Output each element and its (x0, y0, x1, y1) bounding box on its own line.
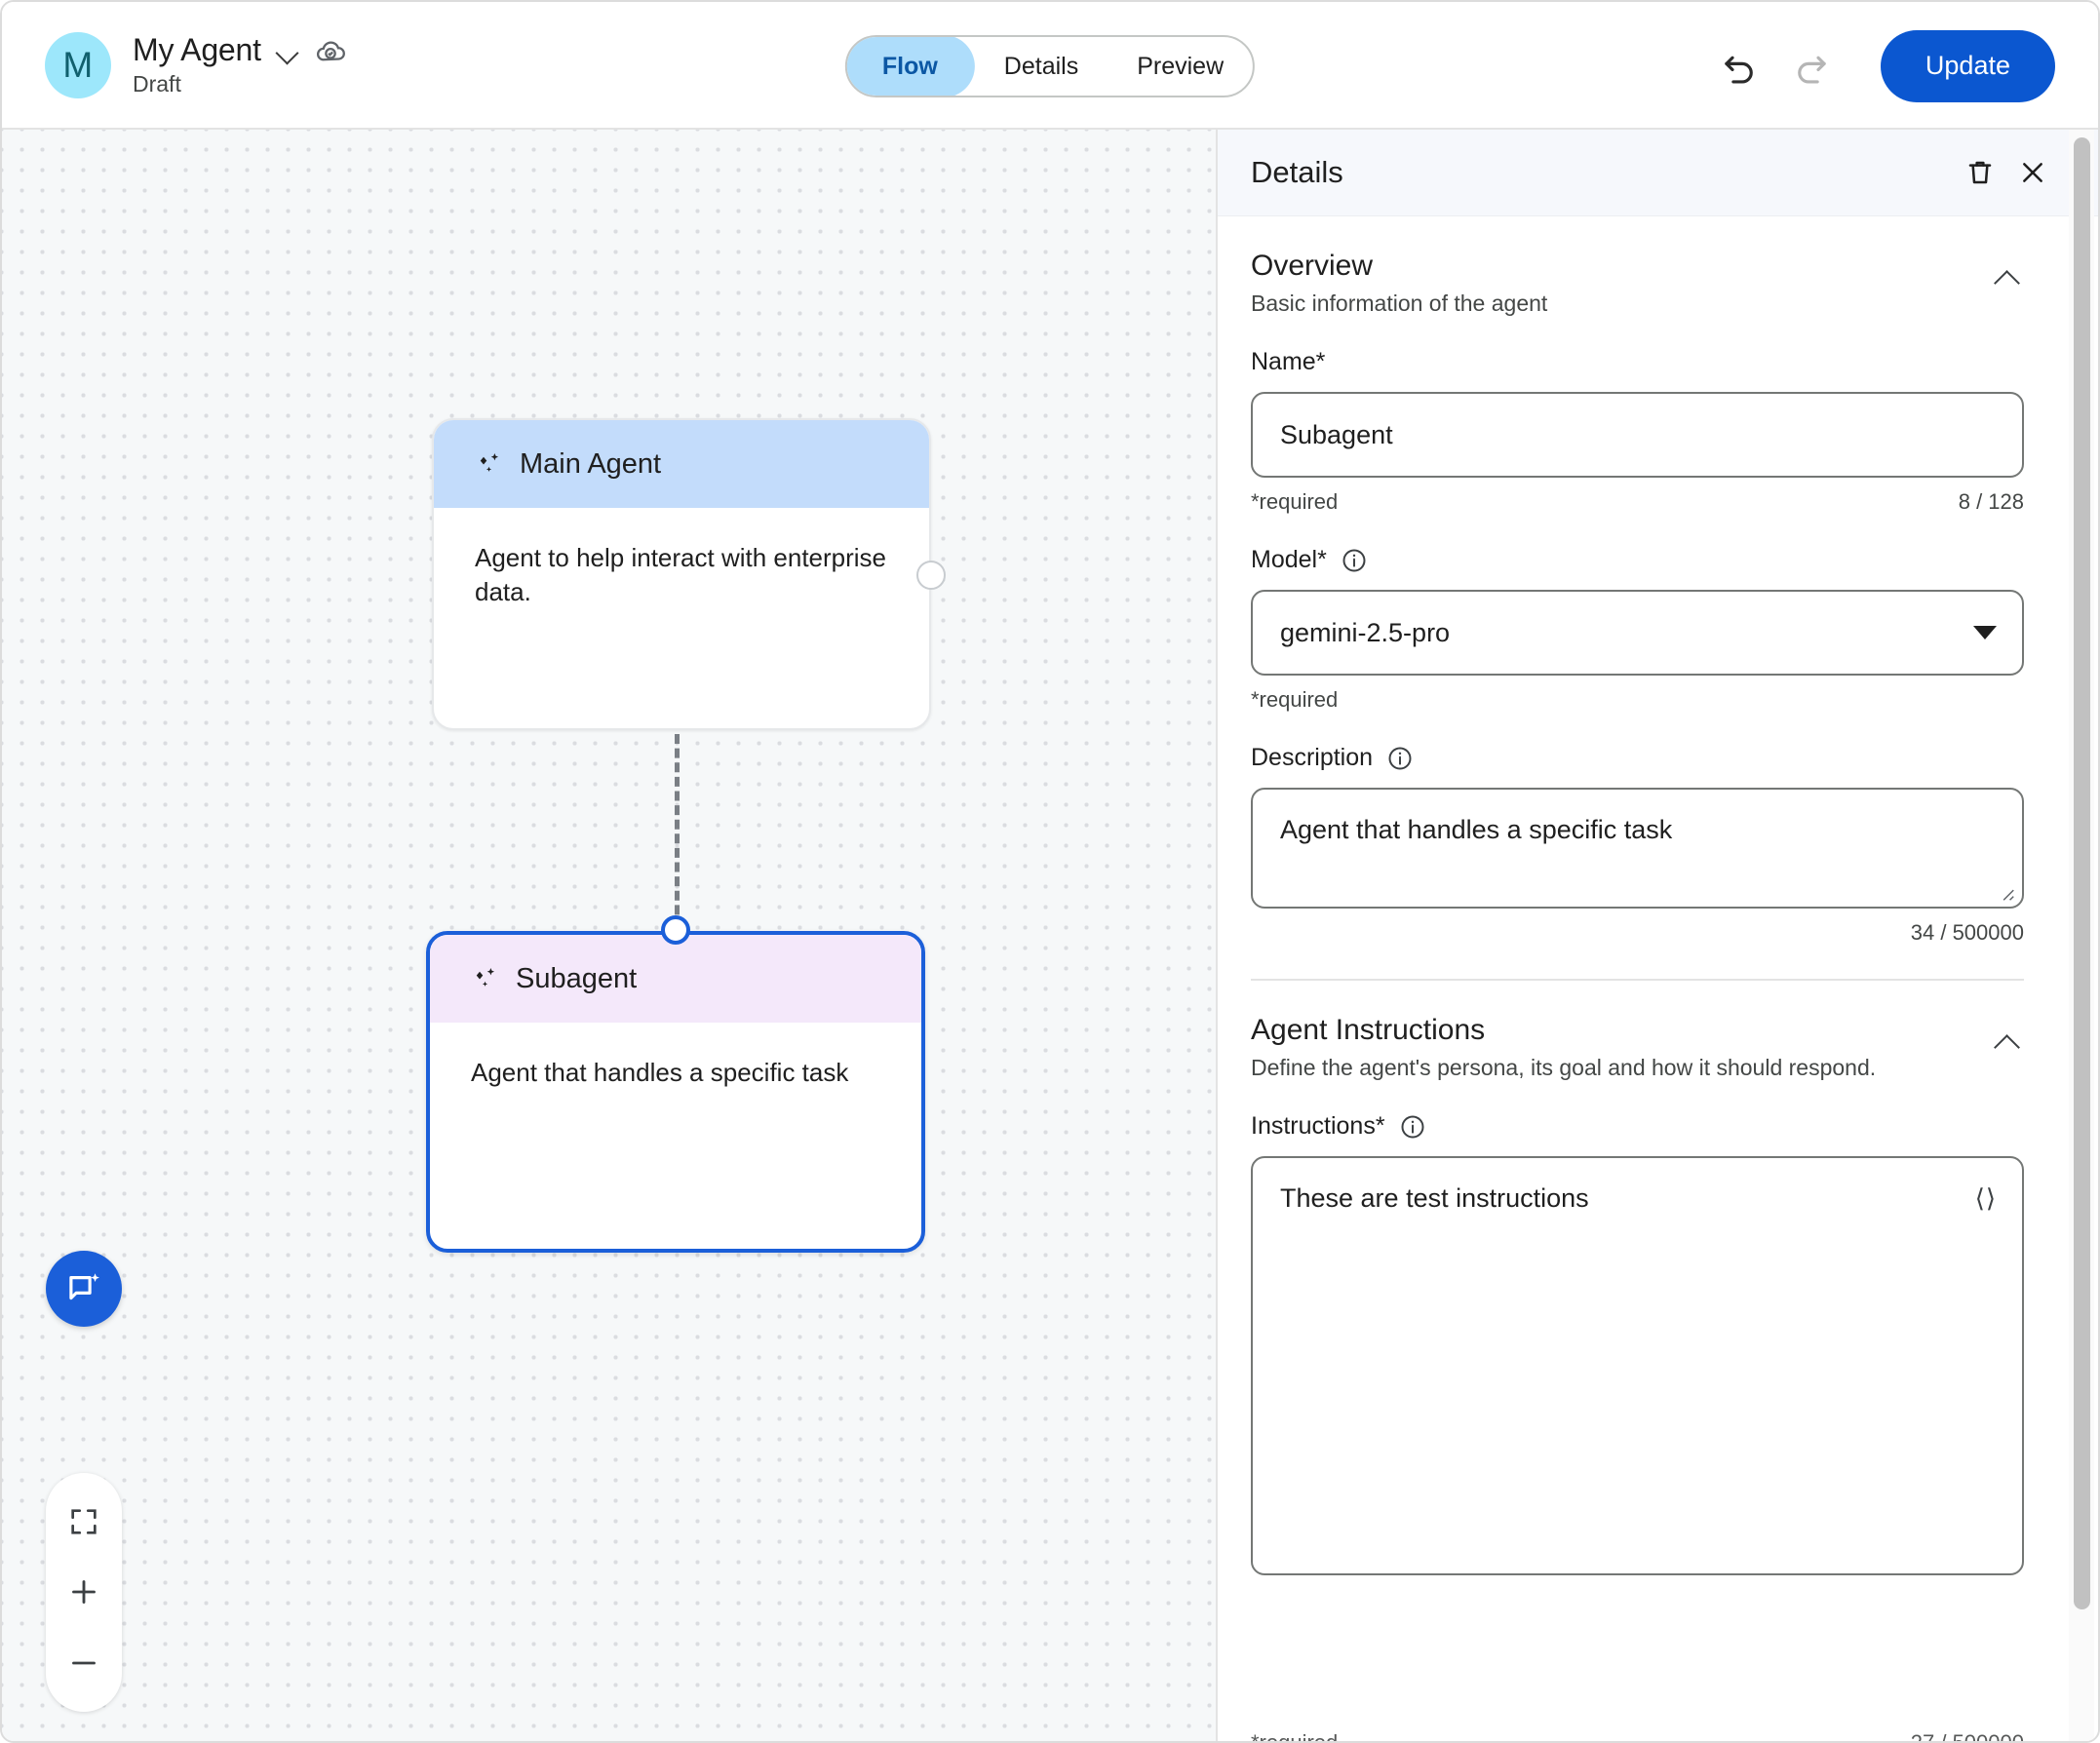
field-instructions-required: *required (1251, 1730, 1339, 1743)
field-model-helper-row: *required (1251, 687, 2024, 713)
avatar: M (45, 31, 111, 98)
tab-flow[interactable]: Flow (846, 37, 975, 96)
section-agent-instructions-header: Agent Instructions Define the agent's pe… (1251, 981, 2024, 1081)
fit-to-screen-icon[interactable] (55, 1492, 113, 1551)
node-subagent[interactable]: Subagent Agent that handles a specific t… (426, 931, 925, 1253)
update-button[interactable]: Update (1880, 29, 2055, 102)
section-overview-text: Overview Basic information of the agent (1251, 250, 1991, 317)
node-main-agent-output-port[interactable] (916, 561, 946, 590)
description-textarea[interactable]: Agent that handles a specific task (1251, 788, 2024, 909)
section-agent-instructions-text: Agent Instructions Define the agent's pe… (1251, 1014, 1991, 1081)
field-description: Description Agent that handles a specifi… (1251, 744, 2024, 946)
instructions-textarea[interactable]: These are test instructions ⟨⟩ (1251, 1156, 2024, 1575)
field-description-counter: 34 / 500000 (1910, 920, 2024, 945)
field-name-label-text: Name* (1251, 348, 1326, 375)
field-instructions-helper-row: *required 27 / 500000 (1251, 1730, 2024, 1743)
zoom-controls (46, 1473, 122, 1712)
field-name-helper-row: *required 8 / 128 (1251, 489, 2024, 515)
caret-down-icon (1973, 626, 1997, 639)
node-connector (675, 734, 680, 929)
model-select[interactable]: gemini-2.5-pro (1251, 590, 2024, 676)
field-instructions-label: Instructions* (1251, 1112, 2024, 1141)
header-actions: Update (1709, 2, 2055, 130)
chat-sparkle-icon[interactable] (46, 1251, 122, 1327)
undo-icon[interactable] (1709, 36, 1769, 97)
cloud-saved-icon (314, 34, 347, 67)
chevron-up-icon[interactable] (1991, 263, 2024, 296)
field-description-label-text: Description (1251, 744, 1374, 771)
node-main-agent[interactable]: Main Agent Agent to help interact with e… (432, 418, 931, 730)
panel-scrollbar[interactable] (2069, 130, 2094, 1741)
section-overview-subtitle: Basic information of the agent (1251, 290, 1548, 316)
sparkle-icon (471, 964, 500, 993)
node-subagent-body: Agent that handles a specific task (430, 1023, 921, 1090)
field-model-label: Model* (1251, 546, 2024, 574)
trash-icon[interactable] (1954, 146, 2006, 199)
section-divider (1251, 979, 2024, 981)
close-icon[interactable] (2006, 146, 2059, 199)
node-subagent-input-port[interactable] (661, 915, 690, 945)
node-subagent-description: Agent that handles a specific task (471, 1058, 849, 1087)
app-header: M My Agent Draft Flow D (2, 2, 2098, 130)
page-title: My Agent (133, 32, 261, 67)
section-overview-header: Overview Basic information of the agent (1251, 216, 2024, 317)
agent-brand: M My Agent Draft (45, 31, 347, 98)
field-name-label: Name* (1251, 348, 2024, 376)
node-main-agent-description: Agent to help interact with enterprise d… (475, 543, 887, 606)
field-instructions-label-text: Instructions* (1251, 1112, 1385, 1140)
node-main-agent-body: Agent to help interact with enterprise d… (434, 508, 929, 608)
status-badge: Draft (133, 71, 181, 97)
agent-title-row: My Agent (133, 32, 347, 68)
section-agent-instructions: Agent Instructions Define the agent's pe… (1218, 981, 2063, 1741)
section-overview-title: Overview (1251, 250, 1374, 282)
info-icon[interactable] (1341, 547, 1368, 574)
field-model-required: *required (1251, 687, 1339, 712)
details-panel-header: Details (1218, 130, 2098, 216)
model-select-value: gemini-2.5-pro (1280, 617, 1451, 647)
brand-text-block: My Agent Draft (133, 32, 347, 97)
field-instructions: Instructions* These are test instruction… (1251, 1112, 2024, 1575)
code-brackets-icon[interactable]: ⟨⟩ (1974, 1183, 1997, 1213)
chevron-down-icon[interactable] (275, 38, 300, 63)
field-name-required: *required (1251, 489, 1339, 514)
node-subagent-header: Subagent (430, 935, 921, 1023)
zoom-in-icon[interactable] (55, 1563, 113, 1621)
resize-handle[interactable] (1995, 879, 2016, 901)
details-panel-body[interactable]: Overview Basic information of the agent … (1218, 216, 2063, 1741)
details-panel-title: Details (1251, 155, 1343, 189)
field-name-counter: 8 / 128 (1958, 489, 2024, 514)
chevron-up-icon[interactable] (1991, 1027, 2024, 1061)
field-model: Model* gemini-2.5-pro (1251, 546, 2024, 713)
instructions-textarea-value: These are test instructions (1280, 1183, 1589, 1213)
node-subagent-title: Subagent (516, 962, 638, 994)
panel-scrollbar-thumb[interactable] (2074, 137, 2090, 1609)
field-model-label-text: Model* (1251, 546, 1327, 573)
field-instructions-counter: 27 / 500000 (1910, 1730, 2024, 1743)
name-input[interactable]: Subagent (1251, 392, 2024, 478)
description-textarea-value: Agent that handles a specific task (1280, 815, 1673, 844)
sparkle-icon (475, 449, 504, 479)
section-overview: Overview Basic information of the agent … (1218, 216, 2063, 946)
node-main-agent-title: Main Agent (520, 447, 662, 480)
field-description-label: Description (1251, 744, 2024, 772)
flow-canvas[interactable]: Main Agent Agent to help interact with e… (2, 130, 1220, 1741)
tab-preview[interactable]: Preview (1137, 52, 1225, 80)
info-icon[interactable] (1399, 1113, 1426, 1141)
section-agent-instructions-subtitle: Define the agent's persona, its goal and… (1251, 1055, 1877, 1080)
field-name: Name* Subagent *required 8 / 128 (1251, 348, 2024, 515)
view-tabs: Flow Details Preview (844, 35, 1256, 97)
zoom-out-icon[interactable] (55, 1634, 113, 1692)
redo-icon[interactable] (1781, 36, 1842, 97)
details-panel: Details Overview Basic (1216, 130, 2098, 1741)
node-main-agent-header: Main Agent (434, 420, 929, 508)
tab-details[interactable]: Details (1003, 52, 1079, 80)
field-description-helper-row: 34 / 500000 (1251, 920, 2024, 946)
section-agent-instructions-title: Agent Instructions (1251, 1014, 1486, 1046)
info-icon[interactable] (1386, 745, 1414, 772)
